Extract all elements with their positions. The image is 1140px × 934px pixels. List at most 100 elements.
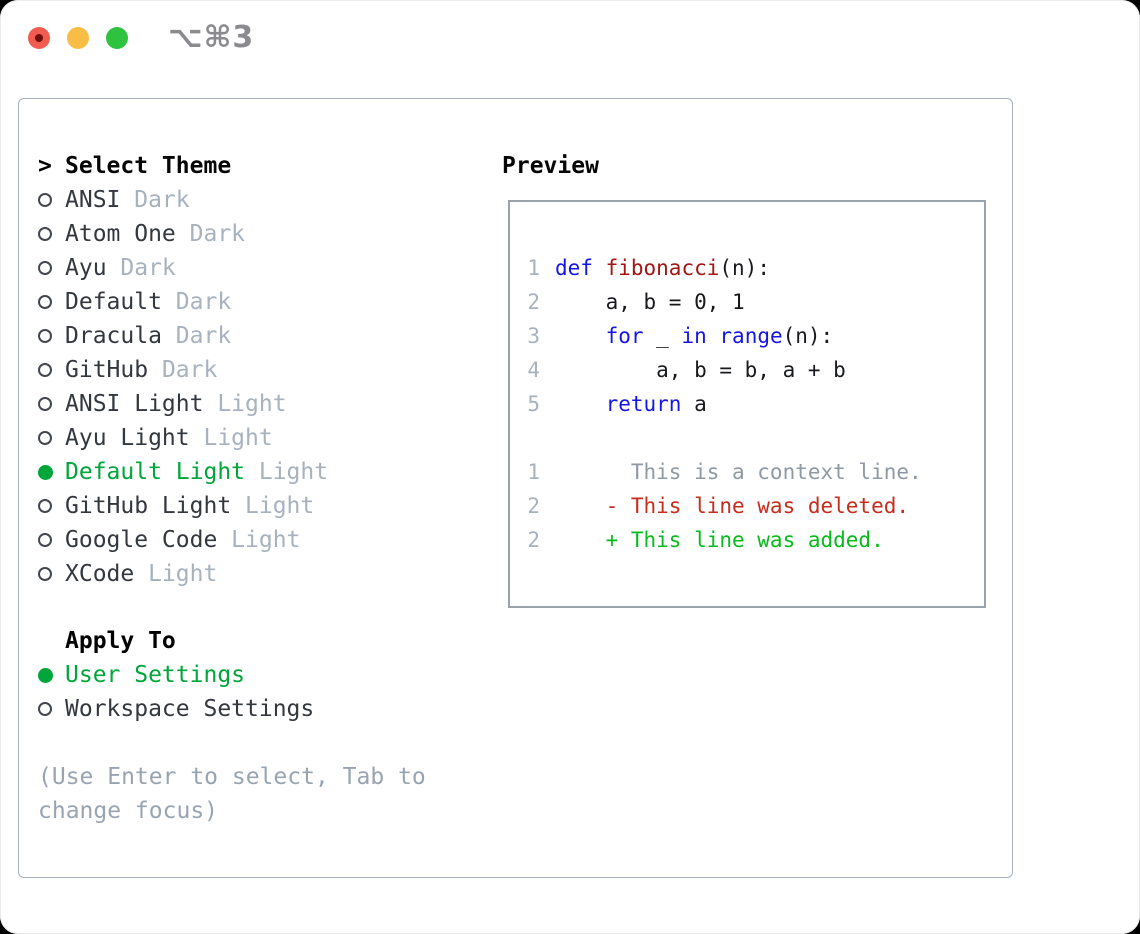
theme-name: GitHub: [65, 357, 149, 383]
line-number: 5: [527, 392, 540, 416]
radio-icon: [38, 499, 65, 513]
radio-icon: [38, 227, 65, 241]
code-text: return a: [555, 392, 707, 416]
code-text: This is a context line.: [555, 460, 922, 484]
theme-option[interactable]: Default Dark: [38, 285, 328, 319]
line-number: 1: [527, 256, 540, 280]
code-text: a, b = b, a + b: [555, 358, 846, 382]
line-number: 4: [527, 358, 540, 382]
theme-option[interactable]: ANSI Light Light: [38, 387, 328, 421]
theme-variant: Dark: [161, 289, 232, 315]
apply-to-header-row: Apply To: [38, 624, 314, 658]
code-token: _: [643, 324, 682, 348]
theme-variant: Light: [217, 527, 301, 553]
code-line: 4 a, b = b, a + b: [526, 353, 984, 387]
theme-option[interactable]: XCode Light: [38, 557, 328, 591]
theme-name: Ayu: [65, 255, 107, 281]
theme-variant: Light: [189, 425, 273, 451]
code-token: [555, 324, 606, 348]
radio-dot: [38, 702, 52, 716]
hint-text: (Use Enter to select, Tab to change focu…: [38, 760, 426, 828]
theme-name: ANSI: [65, 187, 121, 213]
code-token: in: [681, 324, 707, 348]
theme-name: GitHub Light: [65, 493, 232, 519]
code-token: def: [555, 256, 593, 280]
radio-dot: [38, 295, 52, 309]
cursor-icon: >: [38, 153, 52, 179]
radio-icon: [38, 193, 65, 207]
theme-name: Google Code: [65, 527, 218, 553]
radio-dot: [38, 329, 52, 343]
radio-selected-icon: [38, 464, 65, 480]
theme-name: Default Light: [65, 459, 246, 485]
radio-dot: [38, 363, 52, 377]
theme-option[interactable]: Atom One Dark: [38, 217, 328, 251]
theme-section-title: Select Theme: [65, 153, 232, 179]
theme-variant: Dark: [175, 221, 246, 247]
code-text: def fibonacci(n):: [555, 256, 770, 280]
code-token: a, b = 0, 1: [555, 290, 745, 314]
code-token: [707, 324, 720, 348]
code-text: a, b = 0, 1: [555, 290, 745, 314]
minimize-button[interactable]: [67, 27, 89, 49]
radio-icon: [38, 533, 65, 547]
theme-name: Default: [65, 289, 162, 315]
theme-option[interactable]: Ayu Dark: [38, 251, 328, 285]
theme-option[interactable]: Google Code Light: [38, 523, 328, 557]
theme-variant: Light: [203, 391, 287, 417]
radio-icon: [38, 261, 65, 275]
code-text: for _ in range(n):: [555, 324, 834, 348]
radio-dot: [38, 397, 52, 411]
code-token: return: [605, 392, 682, 416]
apply-option[interactable]: User Settings: [38, 658, 314, 692]
radio-dot: [38, 431, 52, 445]
radio-selected-icon: [38, 667, 65, 683]
line-number: 2: [527, 290, 540, 314]
line-number: 2: [527, 494, 540, 518]
close-button[interactable]: [28, 27, 50, 49]
theme-variant: Dark: [161, 323, 232, 349]
radio-dot: [38, 667, 53, 683]
window-shortcut-label: ⌥⌘3: [168, 20, 255, 55]
radio-dot: [38, 193, 52, 207]
radio-icon: [38, 431, 65, 445]
code-line: [526, 421, 984, 455]
code-token: fibonacci: [605, 256, 720, 280]
theme-option[interactable]: GitHub Dark: [38, 353, 328, 387]
apply-option-name: Workspace Settings: [65, 696, 315, 722]
radio-icon: [38, 397, 65, 411]
code-token: - This line was deleted.: [555, 494, 910, 518]
radio-dot: [38, 227, 52, 241]
radio-icon: [38, 329, 65, 343]
maximize-button[interactable]: [106, 27, 128, 49]
theme-variant: Light: [134, 561, 218, 587]
hint-line-2: change focus): [38, 798, 219, 824]
theme-option[interactable]: Default Light Light: [38, 455, 328, 489]
radio-dot: [38, 261, 52, 275]
theme-option[interactable]: Dracula Dark: [38, 319, 328, 353]
code-line: 3 for _ in range(n):: [526, 319, 984, 353]
code-token: (n):: [782, 324, 834, 348]
preview-title-label: Preview: [502, 153, 599, 179]
theme-variant: Dark: [148, 357, 218, 383]
apply-option[interactable]: Workspace Settings: [38, 692, 314, 726]
code-text: - This line was deleted.: [555, 494, 909, 518]
code-line: 1 def fibonacci(n):: [526, 251, 984, 285]
theme-option[interactable]: Ayu Light Light: [38, 421, 328, 455]
code-token: range: [719, 324, 783, 348]
radio-icon: [38, 295, 65, 309]
radio-icon: [38, 363, 65, 377]
close-dot-icon: [35, 34, 43, 42]
code-line: 2 + This line was added.: [526, 523, 984, 557]
theme-option[interactable]: GitHub Light Light: [38, 489, 328, 523]
radio-icon: [38, 702, 65, 716]
code-line: 2 - This line was deleted.: [526, 489, 984, 523]
theme-option[interactable]: ANSI Dark: [38, 183, 328, 217]
line-number: 1: [527, 460, 540, 484]
